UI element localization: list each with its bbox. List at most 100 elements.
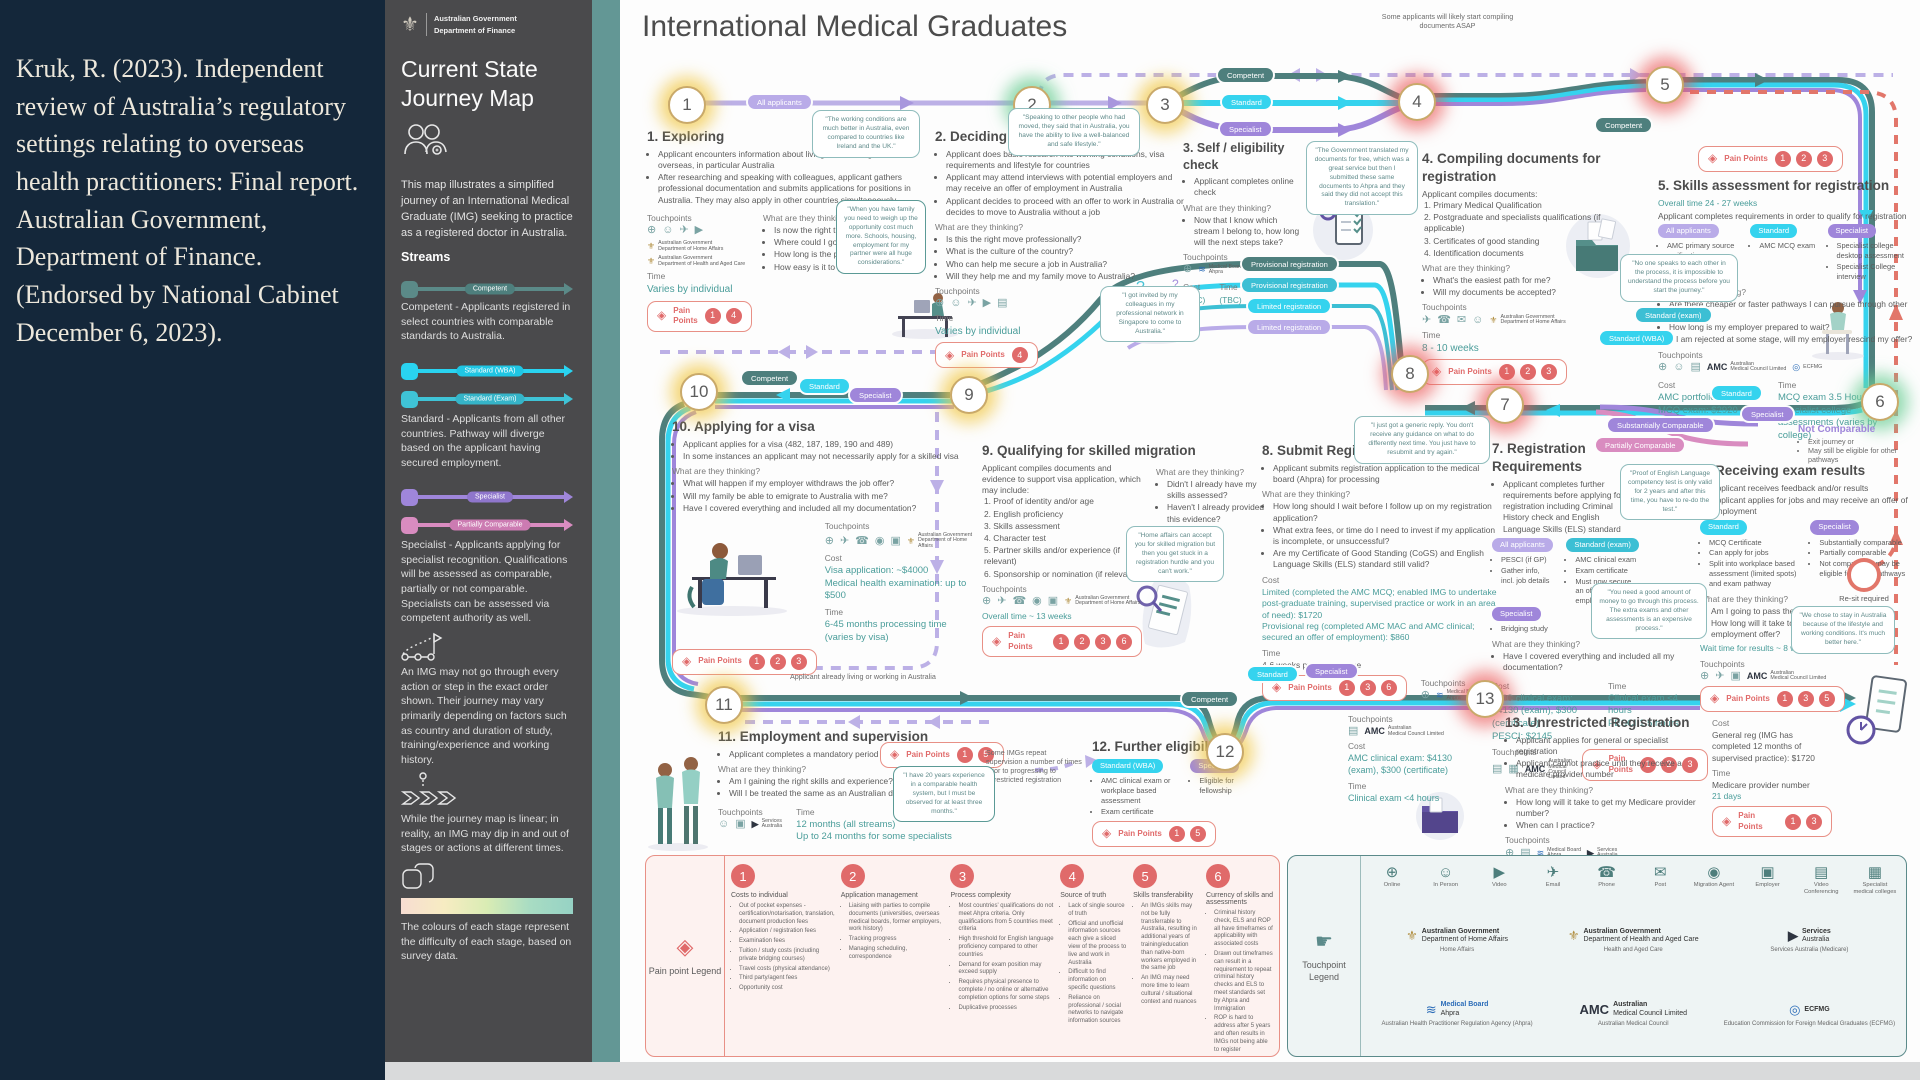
stream-specialist: Specialist — [401, 488, 573, 506]
pill-competent-3: Competent — [742, 371, 798, 385]
stage-dot-13: 13 — [1466, 680, 1504, 718]
pain-point-icon: ◈ — [682, 653, 692, 668]
stream-label: Competent — [464, 283, 516, 295]
stage-dot-7: 7 — [1486, 386, 1524, 424]
stream-standard-wba: Standard (WBA) — [401, 362, 573, 380]
stage-card-13-right: Cost General reg (IMG has completed 12 m… — [1712, 714, 1832, 838]
video-conferencing-icon: ▤ — [997, 297, 1008, 310]
citation-text: Kruk, R. (2023). Independent review of A… — [16, 54, 359, 347]
specialist-description: Specialist - Applicants applying for spe… — [401, 539, 568, 625]
sidebar-title: Current State Journey Map — [401, 56, 538, 111]
pain-point-icon: ◈ — [676, 934, 694, 960]
quote-money: "You need a good amount of money to go t… — [1591, 583, 1707, 640]
email-icon: ✈ — [967, 297, 977, 310]
quote-family: "When you have family you need to weigh … — [836, 200, 926, 275]
pain-col-3: 3 Process complexity Most countries' qua… — [950, 864, 1054, 1052]
video-conferencing-icon: ▤ — [1492, 763, 1503, 776]
email-icon: ✈ — [679, 223, 689, 236]
pill-provisional-registration-2: Provisional registration — [1242, 278, 1337, 292]
stream-partially-comparable: Partially Comparable — [401, 516, 573, 534]
arrow-icon — [564, 393, 573, 405]
coat-of-arms-icon: ⚜ — [401, 14, 419, 36]
quote-generic-reply: "I just got a generic reply. You don't r… — [1354, 416, 1490, 464]
illustration-folder-documents — [1558, 210, 1636, 285]
phone-icon: ☎ — [855, 534, 869, 547]
stream-label: Standard (WBA) — [456, 365, 524, 377]
pill-substantially-comparable: Substantially Comparable — [1608, 418, 1713, 432]
stage-dot-12: 12 — [1206, 733, 1244, 771]
stage-dot-4: 4 — [1398, 83, 1436, 121]
pill-competent-2: Competent — [1596, 118, 1652, 132]
stage-card-4: 4. Compiling documents for registration … — [1422, 150, 1642, 386]
stage-card-8: 8. Submit Registration Applicant submits… — [1262, 442, 1500, 702]
stream-swatch — [401, 280, 418, 298]
sidebar-description: This map illustrates a simplified journe… — [401, 179, 573, 239]
touchpoint-legend: ☛ Touchpoint Legend ⊕Online ☺In Person ▶… — [1287, 855, 1907, 1057]
pill-specialist-3: Specialist — [850, 388, 901, 402]
online-icon: ⊕ — [1385, 864, 1399, 881]
arrow-icon — [564, 283, 573, 295]
pill-standard-wba: Standard (WBA) — [1600, 331, 1674, 345]
note-asap: Some applicants will likely start compil… — [1381, 12, 1514, 30]
difficulty-gradient-bar — [401, 898, 573, 914]
quote-english-test: "Proof of English Language competency te… — [1620, 464, 1720, 521]
gov-logo-line2: Department of Finance — [433, 25, 516, 35]
pill-standard-2: Standard — [1712, 386, 1761, 400]
online-icon: ⊕ — [1183, 263, 1193, 276]
quote-translation: "The Government translated my documents … — [1306, 141, 1418, 216]
stage-card-9: 9. Qualifying for skilled migration Appl… — [982, 442, 1270, 658]
stage-dot-11: 11 — [705, 686, 743, 724]
in-person-icon: ☺ — [718, 817, 730, 830]
email-icon: ✈ — [839, 534, 850, 547]
post-icon: ✉ — [1653, 864, 1667, 881]
note-colours: The colours of each stage represent the … — [401, 921, 572, 963]
arrow-icon — [564, 491, 573, 503]
in-person-icon: ☺ — [1437, 864, 1454, 881]
citation-panel: Kruk, R. (2023). Independent review of A… — [0, 0, 387, 1080]
pain-point-icon: ◈ — [657, 308, 667, 323]
stream-label: Specialist — [467, 491, 513, 503]
phone-icon: ☎ — [1597, 864, 1616, 881]
pill-standard-3: Standard — [800, 379, 849, 393]
resit-required: Re-sit required — [1838, 558, 1890, 603]
page-bottom-strip — [385, 1062, 1920, 1080]
quote-home-affairs: "Home affairs can accept you for skilled… — [1126, 526, 1224, 583]
video-conferencing-icon: ▤ — [1814, 864, 1829, 881]
img-people-icon — [401, 122, 447, 163]
coat-of-arms-icon: ⚜ — [1406, 928, 1418, 944]
quote-invited: "I got invited by my colleagues in my pr… — [1100, 286, 1200, 343]
phone-icon: ☎ — [1437, 313, 1451, 326]
stage-dot-5: 5 — [1646, 66, 1684, 104]
ecfmg-logo: ◎ECFMG — [1792, 361, 1823, 372]
stream-swatch — [401, 390, 418, 408]
touchpoint-legend-label: ☛ Touchpoint Legend — [1288, 856, 1361, 1056]
pain-point-icon: ◈ — [1592, 756, 1602, 771]
specialist-colleges-icon: ▦ — [1867, 864, 1882, 881]
video-conferencing-icon: ▤ — [1348, 725, 1359, 738]
not-comparable-block: Not Comparable Exit journey orMay still … — [1798, 424, 1908, 464]
services-australia-icon: ▶ — [1787, 928, 1798, 944]
pill-competent-4: Competent — [1182, 692, 1238, 706]
org-ecfmg: ◎ECFMG Education Commission for Foreign … — [1723, 1002, 1896, 1027]
standard-description: Standard - Applicants from all other cou… — [401, 413, 566, 470]
pill-standard-exam: Standard (exam) — [1636, 308, 1711, 322]
pill-provisional-registration: Provisional registration — [1242, 257, 1337, 271]
phone-icon: ☎ — [1012, 594, 1027, 607]
quote-lifestyle: "Speaking to other people who had moved,… — [1008, 108, 1140, 156]
pain-point-icon: ◈ — [1272, 680, 1282, 695]
